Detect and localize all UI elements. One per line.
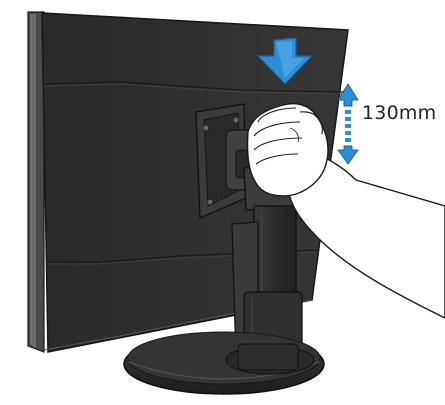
stand-base [123,331,325,395]
double-arrow-vertical-icon [337,83,359,165]
vesa-mount-plate [195,103,261,219]
arrow-down-icon [257,37,313,85]
height-adjustment-label: 130mm [362,102,437,124]
hand-pressing-monitor [246,102,445,319]
